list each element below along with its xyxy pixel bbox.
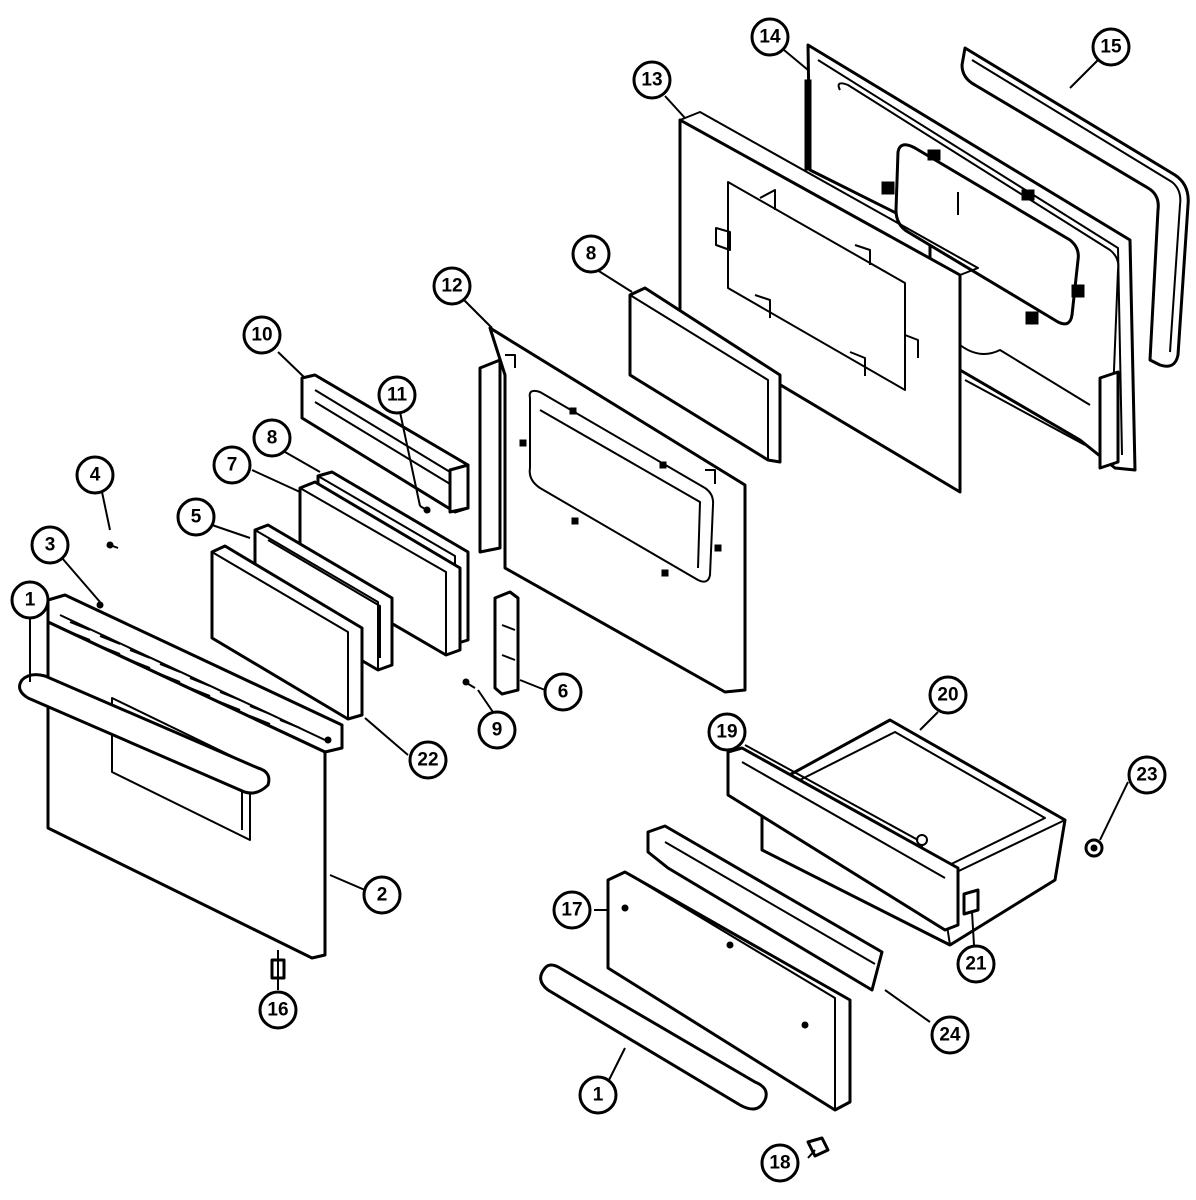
callout-20: 20	[928, 675, 968, 715]
callout-18-label: 18	[769, 1153, 790, 1174]
callout-1a: 1	[10, 580, 50, 620]
callout-23-label: 23	[1136, 765, 1157, 786]
part-9-screw	[462, 678, 476, 689]
callout-8a-label: 8	[586, 244, 597, 265]
callout-16-label: 16	[267, 1000, 288, 1021]
callout-14-label: 14	[759, 27, 781, 48]
part-10-vent-bracket	[300, 373, 470, 514]
callout-12-label: 12	[441, 276, 462, 297]
part-4-screw	[106, 541, 119, 549]
callout-4-label: 4	[90, 465, 101, 486]
callout-14: 14	[750, 17, 790, 57]
part-17-drawer-front	[606, 870, 852, 1112]
callout-15-label: 15	[1100, 37, 1122, 58]
callout-3-label: 3	[45, 535, 56, 556]
callout-10: 10	[242, 315, 282, 355]
callout-1a-label: 1	[25, 590, 36, 611]
callout-6-label: 6	[558, 682, 569, 703]
callout-1b-label: 1	[593, 1085, 604, 1106]
part-21-clip	[962, 888, 980, 916]
callout-2: 2	[362, 875, 402, 915]
callout-15: 15	[1091, 27, 1131, 67]
callout-16: 16	[258, 990, 298, 1030]
callout-13-label: 13	[641, 70, 662, 91]
callout-5-label: 5	[191, 507, 202, 528]
leader-lines	[29, 49, 1129, 1159]
callout-9-label: 9	[492, 720, 503, 741]
callout-5: 5	[176, 497, 216, 537]
part-12-door-liner	[478, 326, 747, 694]
callout-6: 6	[543, 672, 583, 712]
callout-23: 23	[1127, 755, 1167, 795]
part-1-lower-handle	[539, 963, 768, 1111]
callout-8b: 8	[252, 418, 292, 458]
callout-11: 11	[377, 375, 417, 415]
callout-24: 24	[930, 1015, 970, 1055]
callout-21: 21	[956, 944, 996, 984]
callout-11-label: 11	[387, 385, 408, 406]
callout-22: 22	[408, 740, 448, 780]
part-11-screw	[419, 505, 431, 514]
callout-17: 17	[552, 890, 592, 930]
callout-7: 7	[212, 445, 252, 485]
callout-9: 9	[477, 710, 517, 750]
part-15-door-gasket	[960, 46, 1190, 368]
callout-10-label: 10	[251, 325, 272, 346]
callout-8b-label: 8	[267, 428, 278, 449]
part-6-hinge-bracket	[493, 590, 520, 696]
callout-3: 3	[30, 525, 70, 565]
part-23-roller	[1084, 838, 1104, 858]
part-1-upper-handle	[18, 673, 271, 795]
callout-4: 4	[75, 455, 115, 495]
callout-19-label: 19	[716, 722, 737, 743]
part-8-upper-glass	[628, 286, 782, 464]
callout-13: 13	[632, 60, 672, 100]
callout-2-label: 2	[377, 885, 388, 906]
callout-20-label: 20	[937, 685, 958, 706]
part-22-glass	[210, 544, 364, 721]
callout-18: 18	[760, 1143, 800, 1183]
part-14-inner-door-frame	[804, 43, 1137, 472]
callout-24-label: 24	[939, 1025, 961, 1046]
callout-12: 12	[432, 266, 472, 306]
callout-19: 19	[707, 712, 747, 752]
part-19-slide-rail	[726, 746, 960, 932]
callout-1b: 1	[578, 1075, 618, 1115]
callout-8a: 8	[571, 234, 611, 274]
part-13-door-panel	[678, 111, 979, 494]
callout-22-label: 22	[417, 750, 438, 771]
callout-17-label: 17	[561, 900, 582, 921]
callout-21-label: 21	[965, 954, 987, 975]
part-24-drawer-back	[646, 824, 884, 992]
callout-7-label: 7	[227, 455, 238, 476]
